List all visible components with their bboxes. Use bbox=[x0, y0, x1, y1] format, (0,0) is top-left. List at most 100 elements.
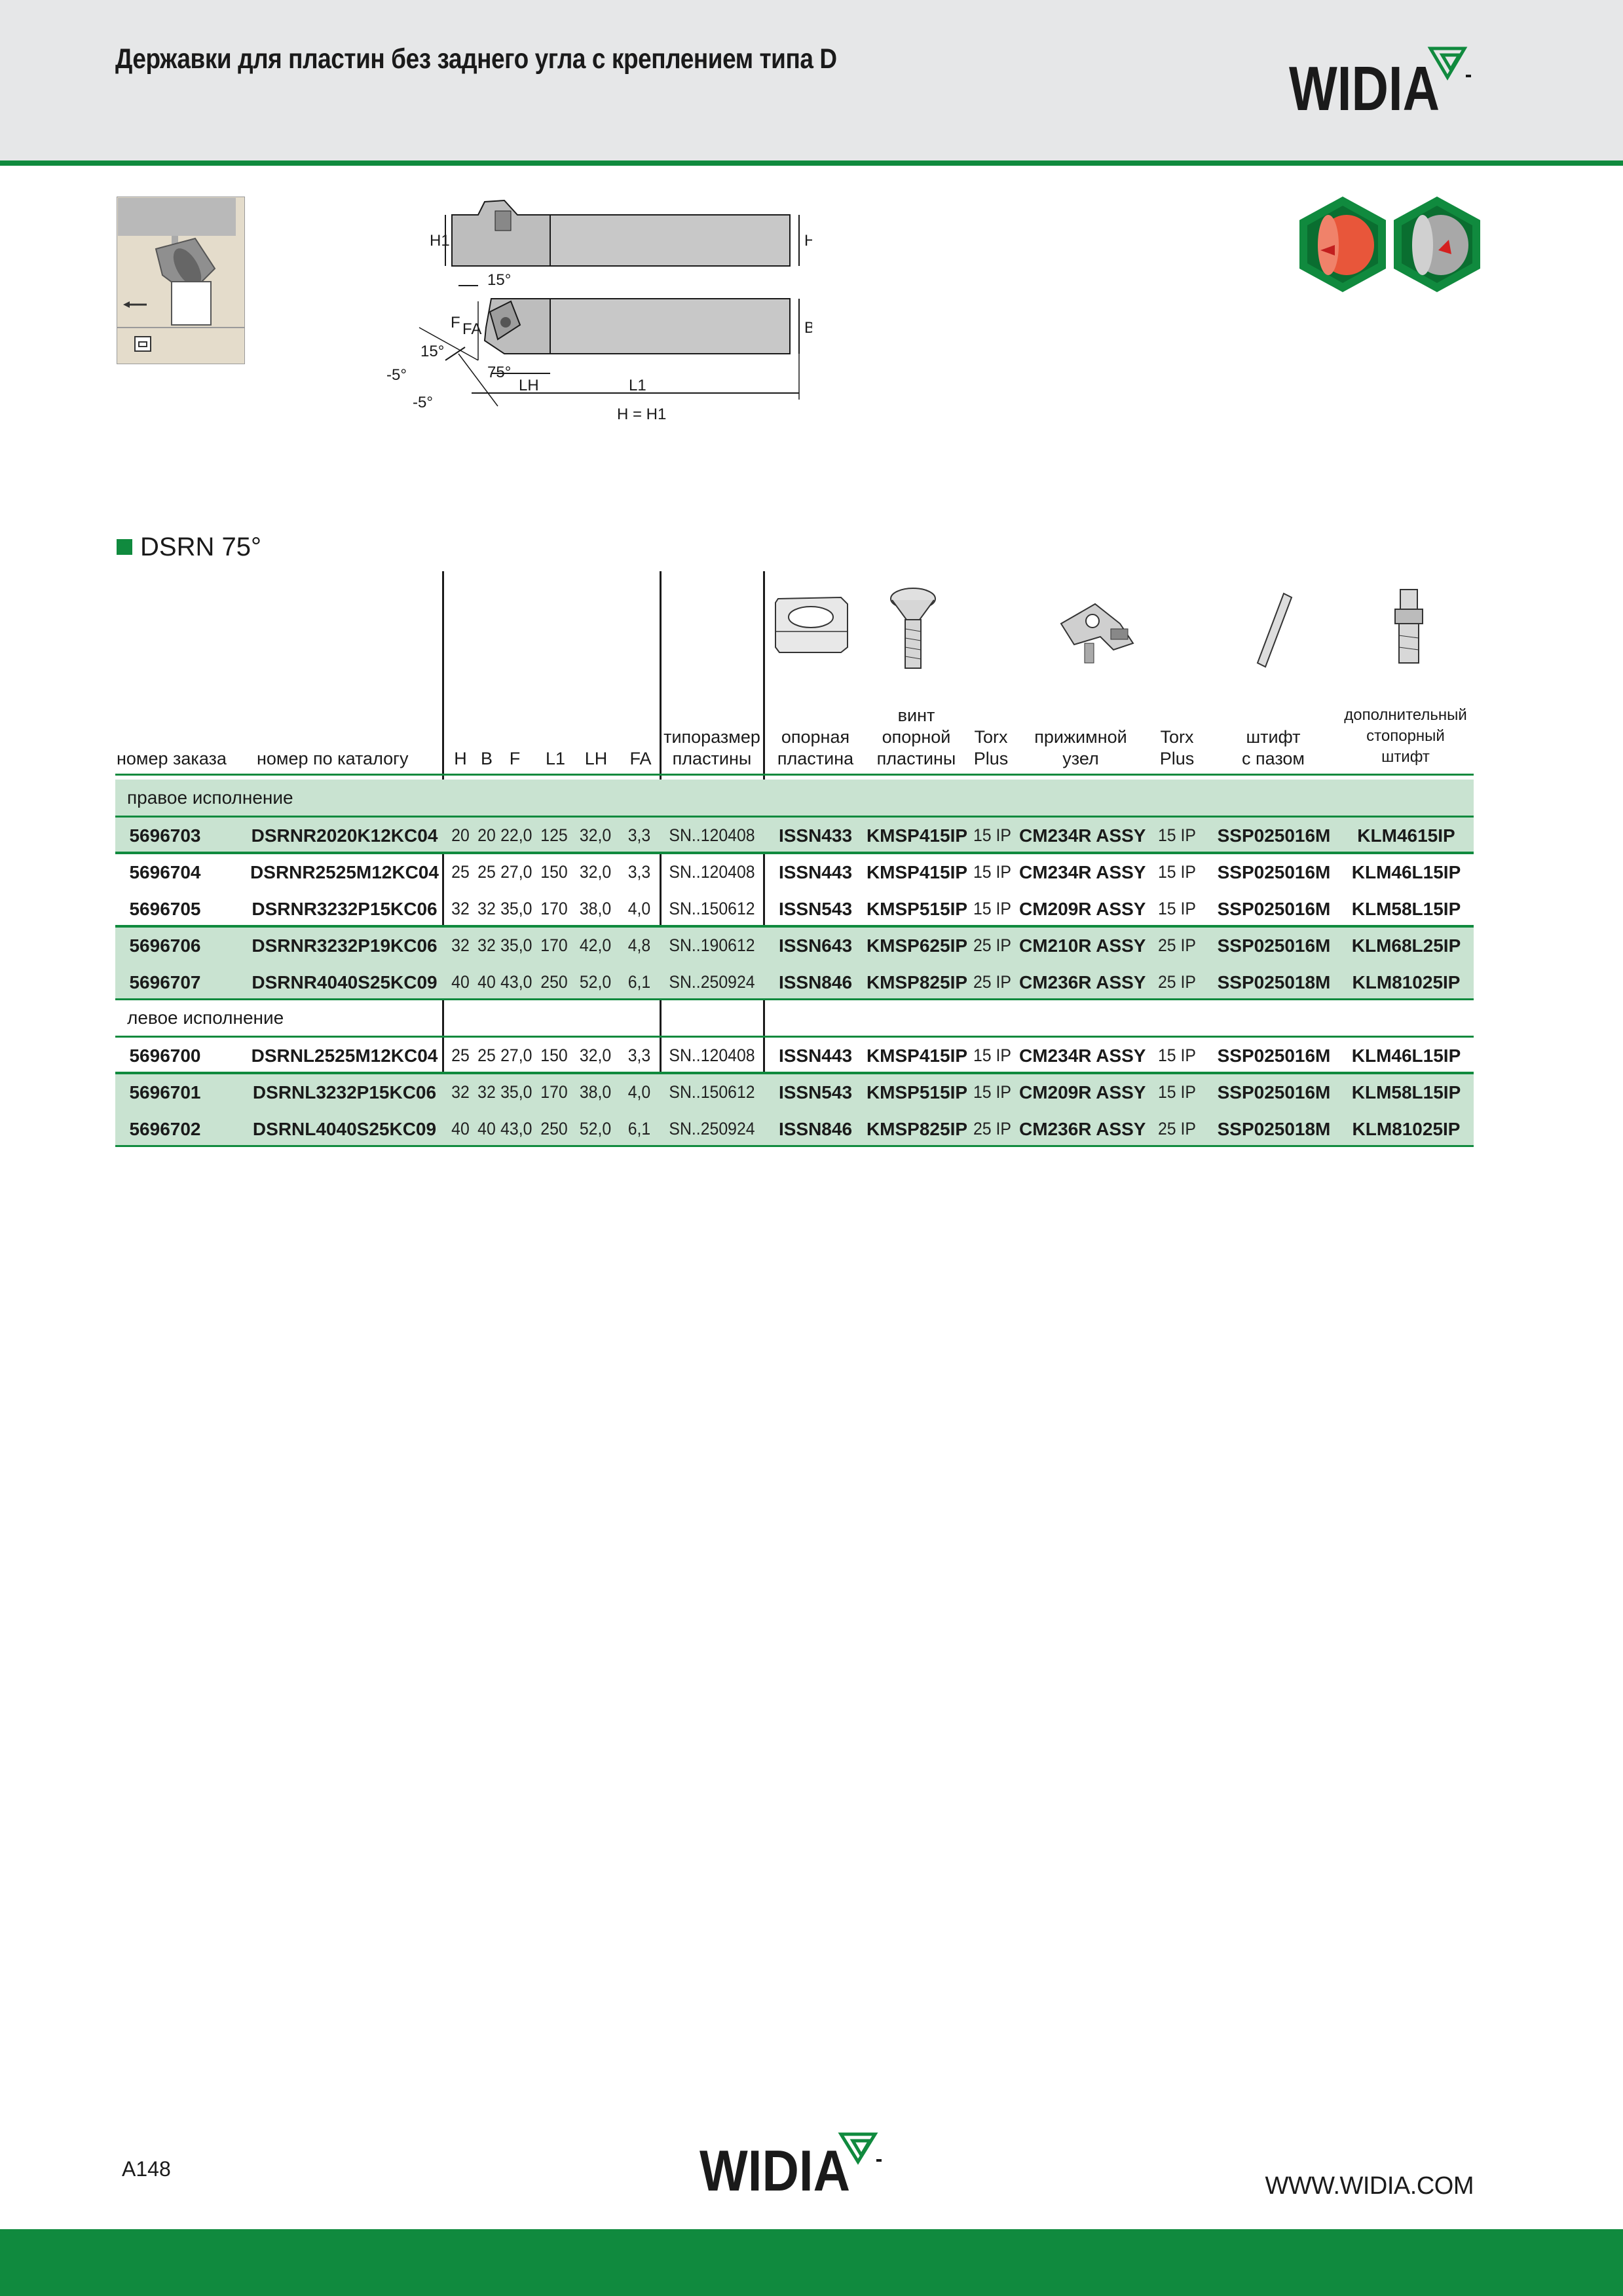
cell-pin: SSP025016M bbox=[1217, 935, 1331, 956]
cell-order: 5696700 bbox=[129, 1045, 201, 1066]
cell-H: 32 bbox=[451, 899, 470, 918]
label-15-top: 15° bbox=[487, 271, 511, 289]
cell-screw: KMSP825IP bbox=[866, 1119, 968, 1139]
cell-B: 25 bbox=[477, 1045, 496, 1065]
cell-FA: 4,0 bbox=[627, 899, 651, 918]
cell-F: 35,0 bbox=[500, 899, 532, 918]
cell-B: 25 bbox=[477, 862, 496, 882]
cell-B: 40 bbox=[477, 1119, 496, 1139]
page-number: A148 bbox=[122, 2157, 171, 2181]
row-separator bbox=[115, 1036, 1474, 1038]
cell-LH: 52,0 bbox=[579, 972, 612, 992]
cell-torx1: 25 IP bbox=[973, 935, 1011, 955]
cell-B: 20 bbox=[477, 825, 496, 845]
cell-screw: KMSP415IP bbox=[866, 862, 968, 882]
row-separator bbox=[115, 852, 1474, 854]
cell-insert: SN..120408 bbox=[669, 1045, 755, 1065]
cell-torx2: 25 IP bbox=[1157, 972, 1196, 992]
cell-torx2: 15 IP bbox=[1157, 825, 1196, 845]
cell-F: 35,0 bbox=[500, 1082, 532, 1102]
footer-logo-mark bbox=[838, 2132, 878, 2165]
column-divider bbox=[442, 571, 444, 1140]
cell-pin: SSP025016M bbox=[1217, 1082, 1331, 1102]
cell-pin: SSP025016M bbox=[1217, 825, 1331, 846]
application-thumbnail bbox=[117, 197, 245, 364]
header-order-no: номер заказа bbox=[117, 749, 227, 768]
cell-F: 22,0 bbox=[500, 825, 532, 845]
cell-F: 27,0 bbox=[500, 862, 532, 882]
shim-icon bbox=[775, 596, 848, 653]
cell-stop: KLM58L15IP bbox=[1351, 899, 1461, 919]
website-link[interactable]: WWW.WIDIA.COM bbox=[1265, 2172, 1474, 2200]
cell-H: 25 bbox=[451, 1045, 470, 1065]
cell-screw: KMSP625IP bbox=[866, 935, 968, 956]
label-15-left: 15° bbox=[420, 343, 444, 360]
cell-clamp: CM234R ASSY bbox=[1019, 825, 1146, 846]
cell-torx2: 25 IP bbox=[1157, 1119, 1196, 1139]
header-rule bbox=[115, 774, 1474, 776]
shim-screw-icon bbox=[890, 588, 936, 669]
cell-clamp: CM236R ASSY bbox=[1019, 972, 1146, 992]
header-LH: LH bbox=[584, 749, 608, 768]
cell-pin: SSP025018M bbox=[1217, 972, 1331, 992]
header-shim-screw-line3: пластины bbox=[876, 749, 956, 768]
cell-F: 27,0 bbox=[500, 1045, 532, 1065]
cell-insert: SN..190612 bbox=[669, 935, 755, 955]
cell-F: 43,0 bbox=[500, 972, 532, 992]
cell-catalog: DSRNR2525M12KC04 bbox=[250, 862, 439, 882]
label-LH: LH bbox=[519, 377, 539, 394]
cell-screw: KMSP415IP bbox=[866, 1045, 968, 1066]
header-torx-1: Torx Plus bbox=[968, 726, 1014, 770]
cell-L1: 125 bbox=[540, 825, 568, 845]
cell-B: 32 bbox=[477, 1082, 496, 1102]
cell-insert: SN..120408 bbox=[669, 825, 755, 845]
cell-insert: SN..250924 bbox=[669, 1119, 755, 1139]
section-title: DSRN 75° bbox=[117, 531, 261, 563]
cell-catalog: DSRNL3232P15KC06 bbox=[252, 1082, 437, 1102]
cell-torx1: 15 IP bbox=[973, 899, 1011, 918]
groove-pin-icon bbox=[1256, 592, 1293, 668]
header-B: B bbox=[480, 749, 493, 768]
cell-FA: 3,3 bbox=[627, 1045, 651, 1065]
group-label: правое исполнение bbox=[127, 787, 293, 808]
cell-clamp: CM209R ASSY bbox=[1019, 899, 1146, 919]
cell-catalog: DSRNR2020K12KC04 bbox=[251, 825, 438, 846]
cell-torx2: 15 IP bbox=[1157, 862, 1196, 882]
cell-insert: SN..150612 bbox=[669, 899, 755, 918]
header-torx-1-line1: Torx bbox=[974, 727, 1008, 747]
cell-stop: KLM81025IP bbox=[1352, 972, 1461, 992]
cell-screw: KMSP515IP bbox=[866, 899, 968, 919]
cell-torx1: 25 IP bbox=[973, 972, 1011, 992]
row-separator bbox=[115, 1145, 1474, 1147]
cell-LH: 38,0 bbox=[579, 899, 612, 918]
header-F: F bbox=[509, 749, 521, 768]
cell-screw: KMSP515IP bbox=[866, 1082, 968, 1102]
cell-shim: ISSN846 bbox=[778, 972, 853, 992]
cell-clamp: CM209R ASSY bbox=[1019, 1082, 1146, 1102]
label-FA: FA bbox=[462, 320, 481, 338]
cell-screw: KMSP415IP bbox=[866, 825, 968, 846]
row-band bbox=[115, 1073, 1474, 1110]
cell-clamp: CM210R ASSY bbox=[1019, 935, 1146, 956]
cell-clamp: CM234R ASSY bbox=[1019, 862, 1146, 882]
header-shim-screw: винт опорной пластины bbox=[867, 705, 965, 770]
cell-pin: SSP025018M bbox=[1217, 1119, 1331, 1139]
cell-shim: ISSN543 bbox=[778, 899, 853, 919]
header-groove-pin-line1: штифт bbox=[1246, 727, 1301, 747]
page-header: Державки для пластин без заднего угла с … bbox=[0, 0, 1623, 160]
row-band bbox=[115, 963, 1474, 1000]
cell-LH: 38,0 bbox=[579, 1082, 612, 1102]
cell-torx2: 15 IP bbox=[1157, 1082, 1196, 1102]
cell-B: 32 bbox=[477, 935, 496, 955]
cell-catalog: DSRNL4040S25KC09 bbox=[252, 1119, 437, 1139]
page-title: Державки для пластин без заднего угла с … bbox=[115, 43, 837, 75]
cell-H: 32 bbox=[451, 935, 470, 955]
header-clamp-line1: прижимной bbox=[1034, 727, 1127, 747]
footer-widia-logo: WIDIA bbox=[700, 2132, 882, 2194]
product-table: номер заказа номер по каталогу H B F L1 … bbox=[115, 571, 1474, 1147]
header-FA: FA bbox=[629, 749, 652, 768]
header-stop-pin-line3: штифт bbox=[1381, 748, 1430, 766]
cell-H: 40 bbox=[451, 1119, 470, 1139]
cell-torx2: 25 IP bbox=[1157, 935, 1196, 955]
tool-dimension-drawing: H1 H 15° F FA B 15° -5° 75° LH L1 -5° H … bbox=[386, 199, 812, 423]
